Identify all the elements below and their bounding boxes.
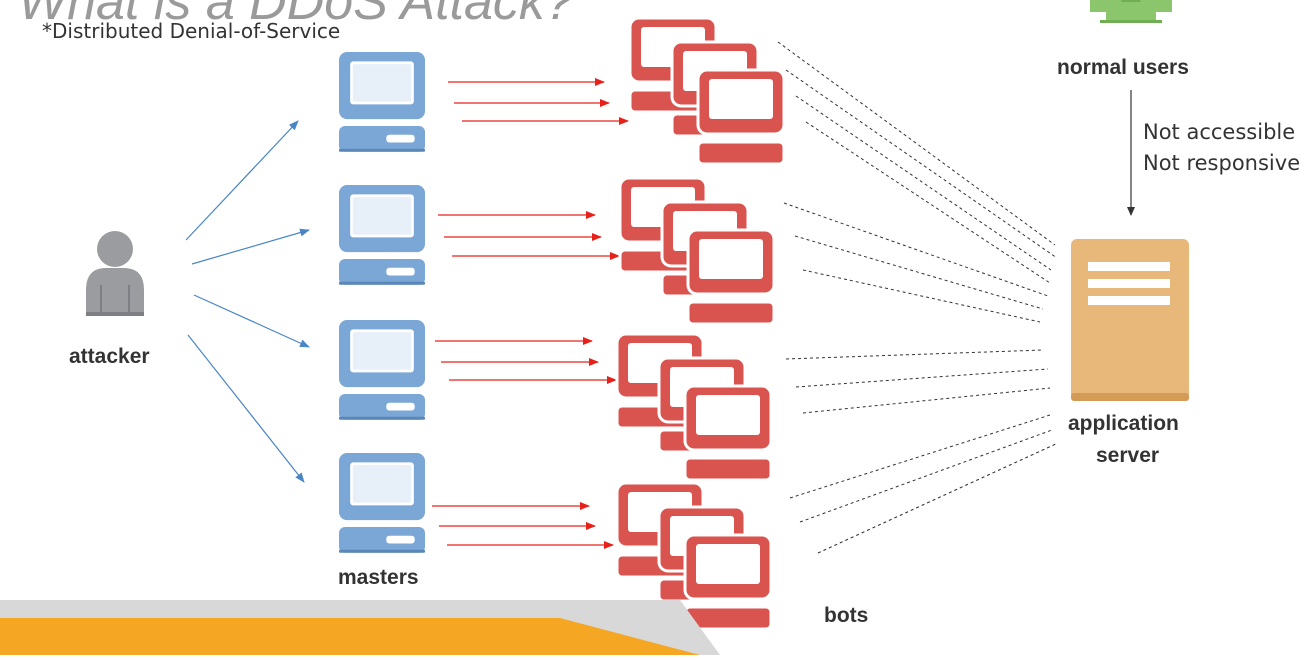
application-server-icon xyxy=(1071,239,1189,401)
bot-to-server-dashed-line xyxy=(795,368,1049,388)
bot-to-server-dashed-line xyxy=(777,41,1056,246)
bot-computer-icon xyxy=(686,228,776,326)
bot-computer-icon xyxy=(683,384,773,482)
masters-label: masters xyxy=(338,566,419,589)
page-title: What is a DDoS Attack? xyxy=(18,0,574,31)
normal-users-label: normal users xyxy=(1057,56,1189,79)
attacker-to-master-arrow xyxy=(191,228,310,265)
bot-to-server-dashed-line xyxy=(802,387,1051,414)
bot-to-server-dashed-line xyxy=(817,442,1059,554)
footer-stripe xyxy=(0,600,720,655)
bot-to-server-dashed-line xyxy=(785,69,1058,259)
bot-computer-icon xyxy=(683,533,773,631)
footer-orange-band xyxy=(0,618,700,655)
connection-lines xyxy=(185,41,1135,554)
status-note-not-accessible: Not accessible xyxy=(1143,120,1296,144)
bot-computer-icon xyxy=(696,68,786,166)
server-label-line1: application xyxy=(1068,412,1179,435)
attacker-person-icon xyxy=(86,231,144,316)
attacker-to-master-arrow xyxy=(193,294,310,348)
subtitle: *Distributed Denial-of-Service xyxy=(42,19,341,43)
master-computer-icon xyxy=(339,185,425,285)
bot-to-server-dashed-line xyxy=(799,429,1053,523)
normal-users-icon xyxy=(1090,0,1172,23)
attacker-to-master-arrow xyxy=(185,120,299,241)
attacker-to-master-arrow xyxy=(187,334,305,483)
master-computer-icon xyxy=(339,52,425,152)
master-computer-icon xyxy=(339,453,425,553)
bot-cluster-4 xyxy=(615,481,773,631)
attacker-label: attacker xyxy=(69,345,150,368)
bot-to-server-dashed-line xyxy=(795,95,1052,271)
bot-to-server-dashed-line xyxy=(794,235,1044,310)
bot-to-server-dashed-line xyxy=(783,202,1049,297)
master-computer-icon xyxy=(339,320,425,420)
bot-cluster-1 xyxy=(628,16,786,166)
bot-to-server-dashed-line xyxy=(789,414,1051,499)
bot-cluster-3 xyxy=(615,332,773,482)
status-note-not-responsive: Not responsive xyxy=(1143,151,1301,175)
nodes xyxy=(86,0,1189,631)
server-label-line2: server xyxy=(1096,444,1160,467)
bot-to-server-dashed-line xyxy=(805,121,1051,284)
bot-to-server-dashed-line xyxy=(785,349,1044,360)
bot-to-server-dashed-line xyxy=(802,269,1041,323)
bots-label: bots xyxy=(824,604,869,627)
bot-cluster-2 xyxy=(618,176,776,326)
